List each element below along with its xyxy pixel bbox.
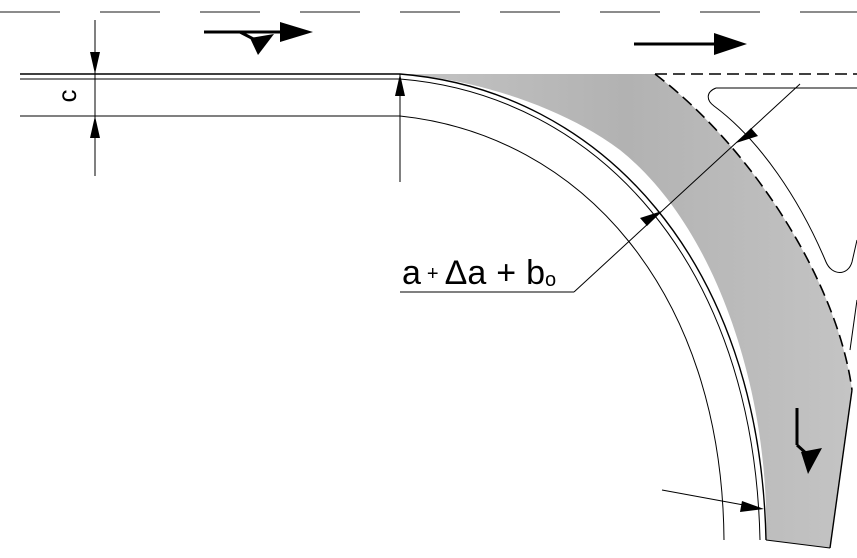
- dimension-arrow-icon: [736, 128, 758, 143]
- curve-edge-outer: [399, 73, 767, 541]
- lane-bottom-edge: [765, 539, 831, 549]
- dimension-arrow-icon: [395, 74, 405, 96]
- straight-arrow-icon: [634, 33, 747, 55]
- curve-edge-inner: [399, 78, 761, 541]
- dimension-arrow-icon: [740, 501, 764, 512]
- right-turn-arrow-icon: [239, 30, 274, 55]
- island-right-edge: [849, 299, 857, 351]
- right-turn-arrow-icon: [795, 408, 822, 474]
- traffic-island: [707, 87, 857, 273]
- dimension-c-label: c: [52, 90, 82, 103]
- width-dimension-line: [573, 83, 801, 293]
- lane-outer-edge: [829, 389, 853, 549]
- shaded-turning-lane: [400, 74, 852, 548]
- width-formula-label: a+Δa+bo: [402, 254, 556, 292]
- dimension-arrow-icon: [640, 211, 662, 226]
- dimension-arrow-icon: [90, 52, 100, 74]
- dimension-arrow-icon: [90, 116, 100, 138]
